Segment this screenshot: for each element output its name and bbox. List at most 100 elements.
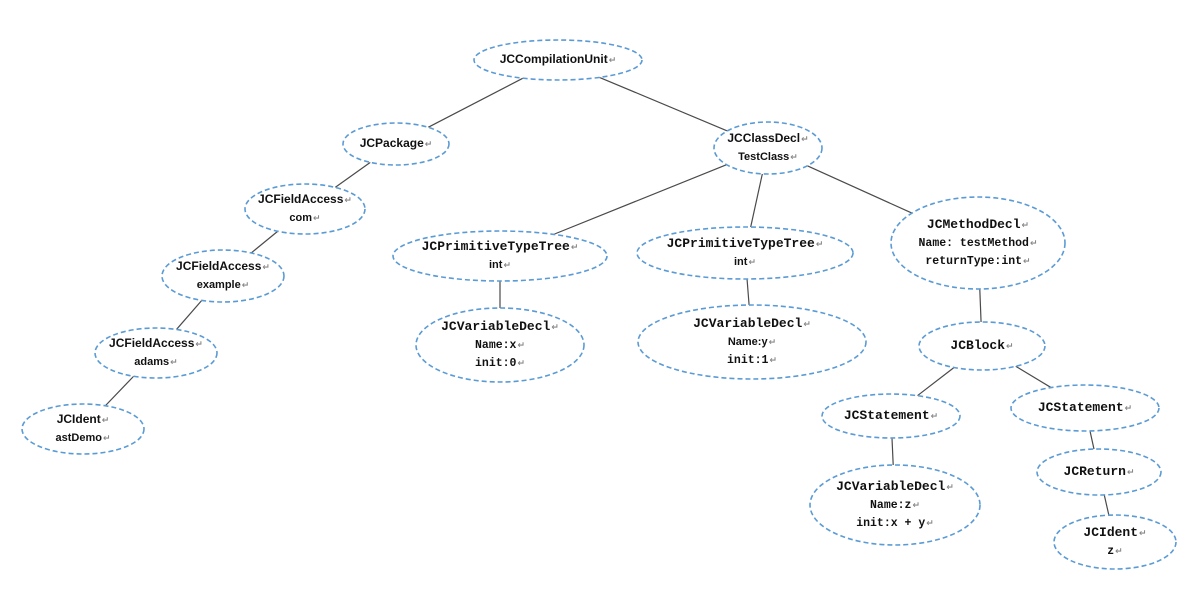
node-detail-label: Name:z↵ [870, 499, 920, 512]
node-type-label: JCVariableDecl↵ [693, 316, 811, 331]
node-type-label: JCStatement↵ [1038, 400, 1132, 415]
node-ellipse [713, 121, 823, 175]
return-mark-icon: ↵ [195, 340, 203, 350]
node-detail-label: init:1↵ [727, 354, 777, 367]
return-mark-icon: ↵ [931, 412, 939, 422]
node-statement-1: JCStatement↵ [821, 393, 961, 439]
node-detail-label: Name:x↵ [475, 339, 525, 352]
node-detail-label: Name:y↵ [728, 336, 776, 348]
return-mark-icon: ↵ [801, 135, 809, 145]
return-mark-icon: ↵ [313, 214, 321, 224]
return-mark-icon: ↵ [1006, 342, 1014, 352]
return-mark-icon: ↵ [1030, 239, 1038, 249]
node-ellipse [809, 464, 981, 546]
edge-compilation_unit-to-class_decl [599, 76, 728, 132]
edge-return-to-ident_z [1103, 494, 1110, 516]
node-ellipse [1010, 384, 1160, 432]
node-field-access-example: JCFieldAccess↵ example↵ [161, 249, 285, 303]
node-ellipse [821, 393, 961, 439]
edge-class_decl-to-method_decl [807, 165, 913, 214]
edge-layer [104, 76, 1110, 516]
return-mark-icon: ↵ [262, 263, 270, 273]
return-mark-icon: ↵ [803, 320, 811, 330]
node-ellipse [94, 327, 218, 379]
node-type-label: JCVariableDecl↵ [836, 479, 954, 494]
return-mark-icon: ↵ [571, 243, 579, 253]
return-mark-icon: ↵ [1127, 468, 1135, 478]
return-mark-icon: ↵ [1022, 221, 1030, 231]
return-mark-icon: ↵ [1115, 547, 1123, 557]
return-mark-icon: ↵ [748, 258, 756, 268]
node-detail-label: Name: testMethod↵ [919, 237, 1038, 250]
return-mark-icon: ↵ [102, 416, 110, 426]
node-type-label: JCFieldAccess↵ [109, 336, 203, 350]
return-mark-icon: ↵ [242, 281, 250, 291]
node-type-label: JCVariableDecl↵ [441, 319, 559, 334]
node-variable-decl-x: JCVariableDecl↵Name:x↵init:0↵ [415, 307, 585, 383]
node-ellipse [392, 230, 608, 282]
edge-statement_2-to-return [1089, 430, 1095, 450]
node-block: JCBlock↵ [918, 321, 1046, 371]
node-detail-label: com↵ [289, 212, 320, 224]
return-mark-icon: ↵ [517, 359, 525, 369]
node-statement-2: JCStatement↵ [1010, 384, 1160, 432]
node-type-label: JCPrimitiveTypeTree↵ [422, 239, 579, 254]
return-mark-icon: ↵ [503, 261, 511, 271]
node-class-decl: JCClassDecl↵ TestClass↵ [713, 121, 823, 175]
node-field-access-adams: JCFieldAccess↵ adams↵ [94, 327, 218, 379]
node-detail-label: int↵ [489, 259, 511, 271]
node-ellipse [161, 249, 285, 303]
return-mark-icon: ↵ [816, 240, 824, 250]
return-mark-icon: ↵ [425, 140, 433, 150]
node-ellipse [244, 183, 366, 235]
edge-field_access_example-to-field_access_adams [176, 299, 203, 330]
return-mark-icon: ↵ [769, 356, 777, 366]
node-detail-label: TestClass↵ [738, 151, 798, 163]
node-ident-z: JCIdent↵z↵ [1053, 514, 1177, 570]
node-ellipse [890, 196, 1066, 290]
node-type-label: JCPrimitiveTypeTree↵ [667, 236, 824, 251]
node-detail-label: int↵ [734, 256, 756, 268]
node-type-label: JCBlock↵ [950, 338, 1013, 353]
node-variable-decl-y: JCVariableDecl↵ Name:y↵ init:1↵ [637, 304, 867, 380]
return-mark-icon: ↵ [912, 501, 920, 511]
node-detail-label: init:x + y↵ [856, 517, 934, 530]
node-type-label: JCMethodDecl↵ [927, 217, 1029, 232]
node-type-label: JCClassDecl↵ [727, 131, 808, 145]
node-layer: JCCompilationUnit↵JCPackage↵JCFieldAcces… [21, 39, 1177, 570]
node-detail-label: returnType:int↵ [925, 255, 1030, 268]
node-ellipse [473, 39, 643, 81]
node-ellipse [636, 226, 854, 280]
return-mark-icon: ↵ [946, 483, 954, 493]
node-return: JCReturn↵ [1036, 448, 1162, 496]
return-mark-icon: ↵ [790, 153, 798, 163]
node-primitive-type-2: JCPrimitiveTypeTree↵ int↵ [636, 226, 854, 280]
return-mark-icon: ↵ [344, 196, 352, 206]
return-mark-icon: ↵ [1139, 529, 1147, 539]
edge-primitive_type_2-to-variable_decl_y [746, 278, 750, 306]
edge-block-to-statement_2 [1015, 365, 1052, 389]
node-detail-label: astDemo↵ [55, 432, 110, 444]
edge-method_decl-to-block [979, 288, 982, 323]
node-ellipse [1036, 448, 1162, 496]
edge-class_decl-to-primitive_type_2 [750, 173, 763, 228]
node-ellipse [342, 122, 450, 166]
return-mark-icon: ↵ [769, 338, 777, 348]
edge-package-to-field_access_com [334, 161, 371, 188]
node-type-label: JCStatement↵ [844, 408, 938, 423]
return-mark-icon: ↵ [517, 341, 525, 351]
node-type-label: JCFieldAccess↵ [176, 259, 270, 273]
return-mark-icon: ↵ [1023, 257, 1031, 267]
node-ellipse [415, 307, 585, 383]
node-field-access-com: JCFieldAccess↵com↵ [244, 183, 366, 235]
node-detail-label: adams↵ [134, 356, 177, 368]
node-method-decl: JCMethodDecl↵ Name: testMethod↵ returnType… [890, 196, 1066, 290]
node-type-label: JCCompilationUnit↵ [500, 52, 617, 66]
edge-statement_1-to-variable_decl_z [891, 437, 894, 466]
node-ident-astdemo: JCIdent↵astDemo↵ [21, 403, 145, 455]
node-detail-label: example↵ [197, 279, 250, 291]
return-mark-icon: ↵ [170, 358, 178, 368]
return-mark-icon: ↵ [609, 56, 617, 66]
node-primitive-type-1: JCPrimitiveTypeTree↵ int↵ [392, 230, 608, 282]
